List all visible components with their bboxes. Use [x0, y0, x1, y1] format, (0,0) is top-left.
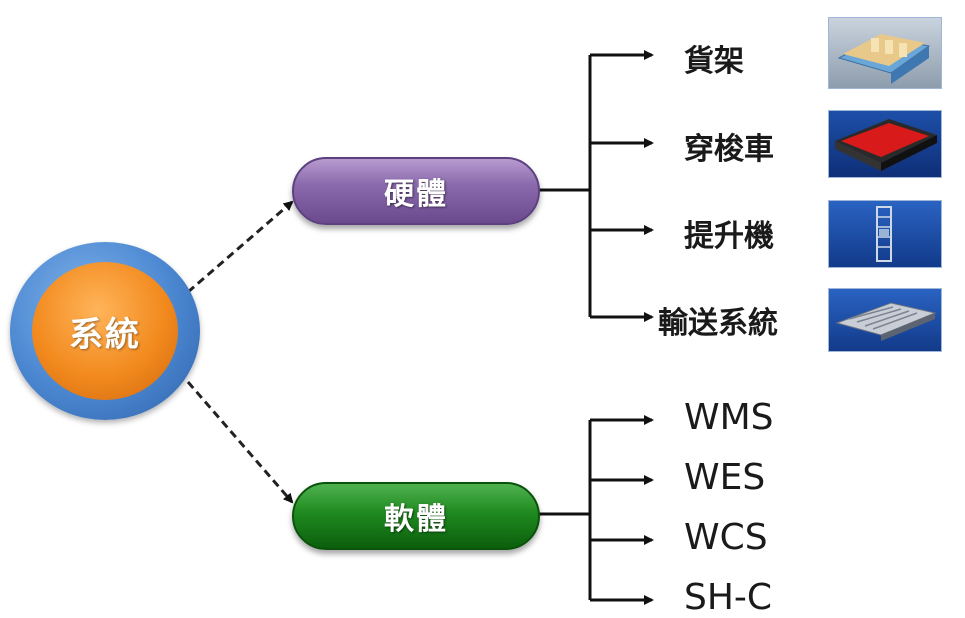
software-node-label: 軟體	[384, 502, 448, 537]
hardware-node: 硬體	[292, 157, 540, 225]
shuttle-car-image	[828, 110, 942, 178]
software-item-shc: SH-C	[684, 577, 773, 618]
software-item-wcs: WCS	[684, 517, 768, 558]
hardware-node-label: 硬體	[384, 177, 448, 212]
hardware-item-shuttle: 穿梭車	[684, 132, 774, 167]
root-node: 系統	[32, 262, 178, 400]
root-to-software-arrow	[186, 381, 294, 504]
root-node-label: 系統	[69, 314, 141, 355]
hardware-item-conveyor: 輸送系統	[658, 306, 778, 341]
software-item-wes: WES	[684, 457, 766, 498]
hardware-item-shelving: 貨架	[684, 44, 744, 79]
lift-image	[828, 200, 942, 268]
hardware-item-lift: 提升機	[684, 219, 774, 254]
root-to-hardware-arrow	[187, 200, 294, 294]
conveyor-image	[828, 288, 942, 352]
shelving-rack-image	[828, 17, 942, 89]
software-node: 軟體	[292, 482, 540, 550]
software-item-wms: WMS	[684, 397, 774, 438]
